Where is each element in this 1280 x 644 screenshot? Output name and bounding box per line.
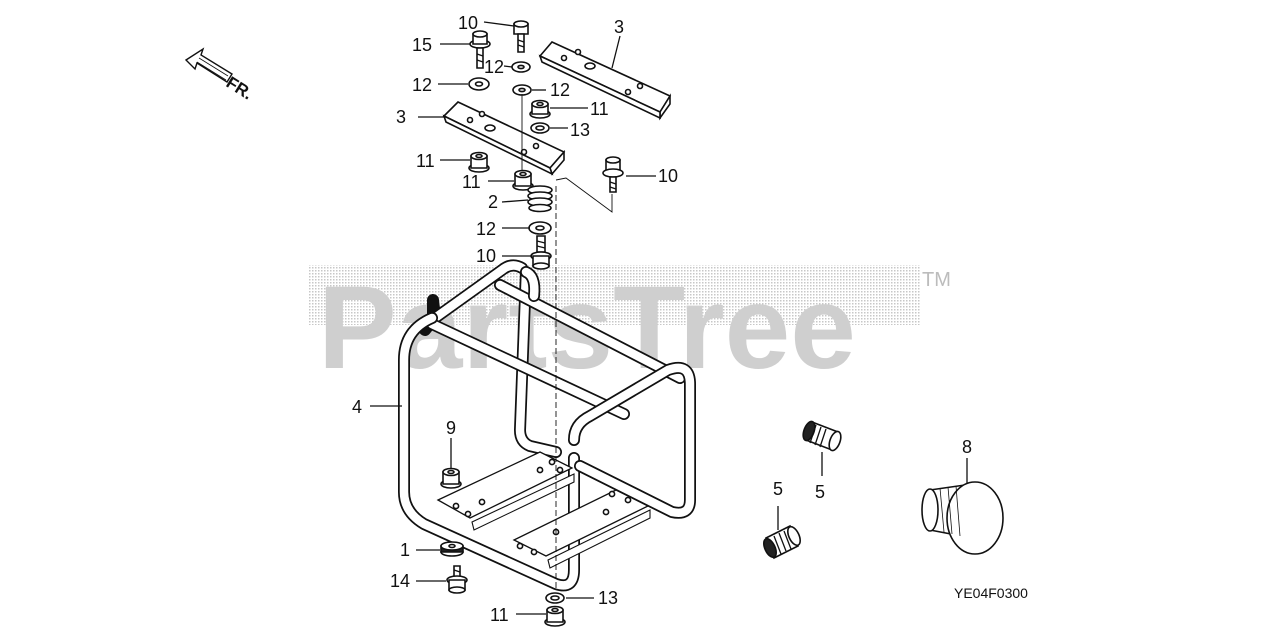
callout-14: 14 [390, 571, 410, 591]
flange-nut [529, 99, 551, 119]
callout-11: 11 [462, 172, 481, 192]
callout-11: 11 [490, 605, 509, 625]
mounting-bracket-left [442, 101, 566, 176]
nut [440, 467, 462, 489]
callout-4: 4 [352, 397, 362, 417]
callout-9: 9 [446, 418, 456, 438]
callout-10: 10 [458, 13, 478, 33]
flange-bolt [469, 30, 491, 69]
callout-3: 3 [614, 17, 624, 37]
callout-11: 11 [416, 151, 435, 171]
strainer [921, 481, 1004, 555]
callout-5: 5 [773, 479, 783, 499]
callout-1: 1 [400, 540, 410, 560]
callout-3: 3 [396, 107, 406, 127]
bolt-top [513, 20, 529, 53]
spring [527, 185, 553, 213]
callout-10: 10 [658, 166, 678, 186]
callout-13: 13 [598, 588, 618, 608]
callout-13: 13 [570, 120, 590, 140]
flange-nut [468, 151, 490, 173]
pipe-frame [398, 259, 696, 592]
callout-11: 11 [590, 99, 609, 119]
front-direction-arrow-icon: FR. [184, 47, 256, 104]
mounting-bracket-upper [538, 41, 672, 121]
pipe-connector-lower [763, 524, 801, 560]
callout-10: 10 [476, 246, 496, 266]
pipe-connector-upper [802, 420, 842, 452]
trademark-mark: TM [922, 269, 951, 291]
callout-15: 15 [412, 35, 432, 55]
callout-12: 12 [412, 75, 432, 95]
callout-8: 8 [962, 437, 972, 457]
leader-lines [370, 21, 968, 615]
callout-12: 12 [484, 57, 504, 77]
callout-12: 12 [550, 80, 570, 100]
fasteners [440, 20, 624, 627]
callout-5: 5 [815, 482, 825, 502]
flange-nut [544, 605, 566, 627]
bolt-lower [530, 235, 552, 270]
callout-12: 12 [476, 219, 496, 239]
callout-numbers: 10 15 3 12 12 12 11 3 13 11 11 10 2 12 1… [352, 13, 972, 625]
diagram-code: YE04F0300 [954, 585, 1028, 601]
rubber-mount [440, 541, 464, 557]
callout-2: 2 [488, 192, 498, 212]
flange-bolt-lower [446, 565, 468, 594]
bolt-right [602, 156, 624, 193]
